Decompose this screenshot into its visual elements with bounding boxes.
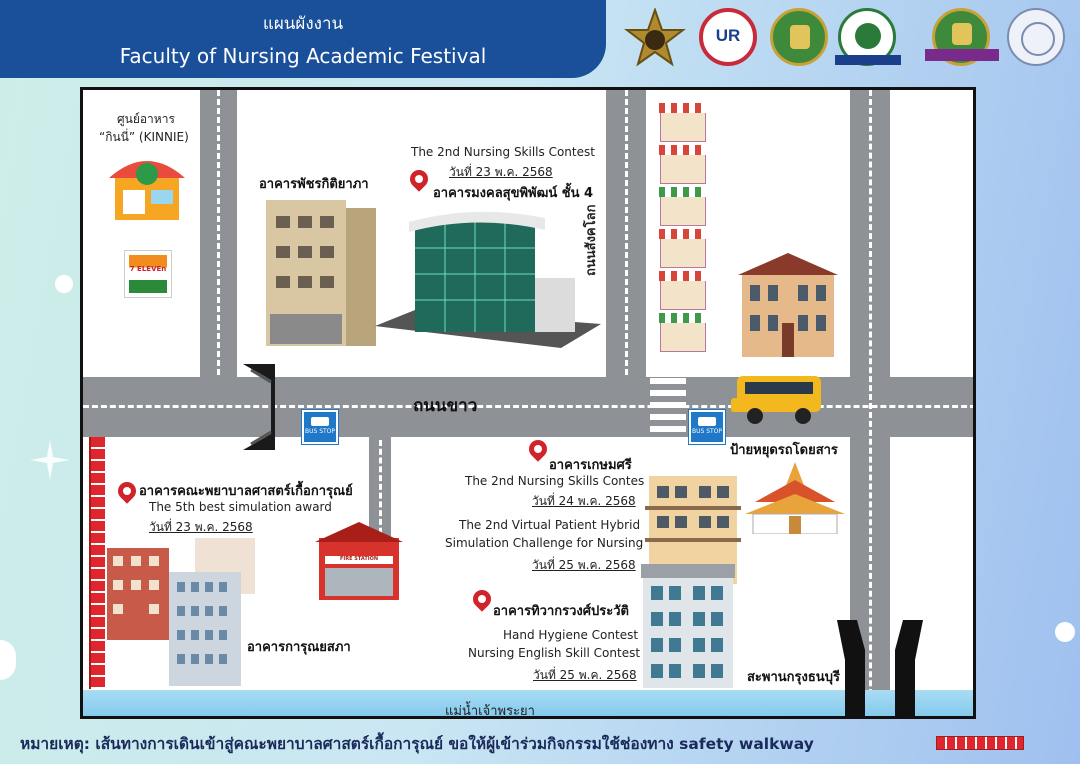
bus-stop-text: BUS STOP [691,428,723,435]
purple-crest-logo [925,8,999,66]
thiwa-building-label: อาคารทิวากรวงศ์ประวัติ [493,604,629,619]
krung-thon-bridge-label: สะพานกรุงธนบุรี [747,670,840,685]
temple [745,462,845,535]
kasemsri-event-2-date: วันที่ 25 พ.ค. 2568 [532,558,636,572]
safety-walkway-line [89,437,105,689]
white-seal-logo [1007,8,1065,66]
mongkol-event-date: วันที่ 23 พ.ค. 2568 [449,165,553,179]
skywalk-bridge [241,360,291,454]
crosswalk [650,378,686,436]
thiwa-date: วันที่ 25 พ.ค. 2568 [533,668,637,682]
karunya-building-label: อาคารการุณยสภา [247,640,351,655]
thiwa-event-2: Nursing English Skill Contest [468,646,641,660]
dot-decoration [1055,622,1075,642]
bus-stop-text: BUS STOP [304,428,336,435]
nursing-faculty-date: วันที่ 23 พ.ค. 2568 [149,520,253,534]
seven-eleven-logo: 7 ELEVEn [124,250,172,298]
kasemsri-event-1-date: วันที่ 24 พ.ค. 2568 [532,494,636,508]
nursing-faculty-building [105,536,265,686]
campus-map: แม่น้ำเจ้าพระยา ศูนย์อาหาร “กินนี่” (KIN… [80,87,976,719]
header-title-english: Faculty of Nursing Academic Festival [119,44,487,68]
fire-station-text: FIRE STATION [339,556,379,562]
sangkhalok-road-label: ถนนสังคโลก [584,204,599,276]
navy-crest-logo [835,8,901,66]
star-emblem-logo [624,6,686,67]
shop-icon [659,187,707,226]
shop-icon [659,145,707,184]
location-pin-icon [469,586,495,612]
kasemsri-building-label: อาคารเกษมศรี [549,458,632,473]
nursing-faculty-event: The 5th best simulation award [149,500,332,514]
lane-marking [625,90,628,375]
location-pin-icon [114,478,140,504]
safety-walkway-legend [936,736,1024,750]
food-center-label: ศูนย์อาหาร [117,112,175,126]
chao-phraya-river [83,690,973,716]
bus-stop-sign-left: BUS STOP [302,410,338,444]
shop-icon [659,103,707,142]
food-center-name: “กินนี่” (KINNIE) [99,130,189,144]
footer-note-text: หมายเหตุ: เส้นทางการเดินเข้าสู่คณะพยาบาล… [20,735,814,753]
green-crest-logo [770,8,828,66]
location-pin-icon [406,166,432,192]
mongkol-event-title: The 2nd Nursing Skills Contest [411,145,595,159]
location-pin-icon [525,436,551,462]
header-title-thai: แผนผังงาน [262,14,344,34]
khao-road-label: ถนนขาว [413,396,478,416]
kasemsri-event-2-line1: The 2nd Virtual Patient Hybrid [459,518,641,532]
nursing-faculty-label: อาคารคณะพยาบาลศาสตร์เกื้อการุณย์ [139,484,353,499]
phatchara-building [266,196,378,346]
bus-stop-sign-right: BUS STOP [689,410,725,444]
lane-marking [379,440,382,560]
fire-station: FIRE STATION [315,522,403,600]
footer-note: หมายเหตุ: เส้นทางการเดินเข้าสู่คณะพยาบาล… [20,731,814,756]
shop-icon [659,271,707,310]
krung-thon-bridge [835,620,925,716]
mongkol-building-label: อาคารมงคลสุขพิพัฒน์ ชั้น 4 [433,186,594,201]
kasemsri-event-1: The 2nd Nursing Skills Contes [465,474,645,488]
lane-marking [217,90,220,375]
thiwa-building [641,564,735,688]
header-banner: แผนผังงาน Faculty of Nursing Academic Fe… [0,0,606,78]
ur-logo: UR [699,8,757,66]
mongkol-building [375,208,605,348]
bus-stop-label: ป้ายหยุดรถโดยสาร [730,443,838,458]
shop-icon [659,313,707,352]
dot-decoration [0,640,16,680]
phatchara-building-label: อาคารพัชรกิติยาภา [259,177,369,192]
food-shop-icon [109,150,185,226]
thiwa-event-1: Hand Hygiene Contest [503,628,639,642]
river-label: แม่น้ำเจ้าพระยา [445,704,535,719]
seven-eleven-text: 7 ELEVEn [129,265,167,273]
kasemsri-event-2-line2: Simulation Challenge for Nursing [445,536,644,550]
lane-marking [869,90,872,716]
heritage-building [738,253,838,357]
lane-marking [83,405,973,408]
sparkle-decoration [30,440,70,480]
school-bus [731,374,823,426]
shop-icon [659,229,707,268]
dot-decoration [55,275,73,293]
